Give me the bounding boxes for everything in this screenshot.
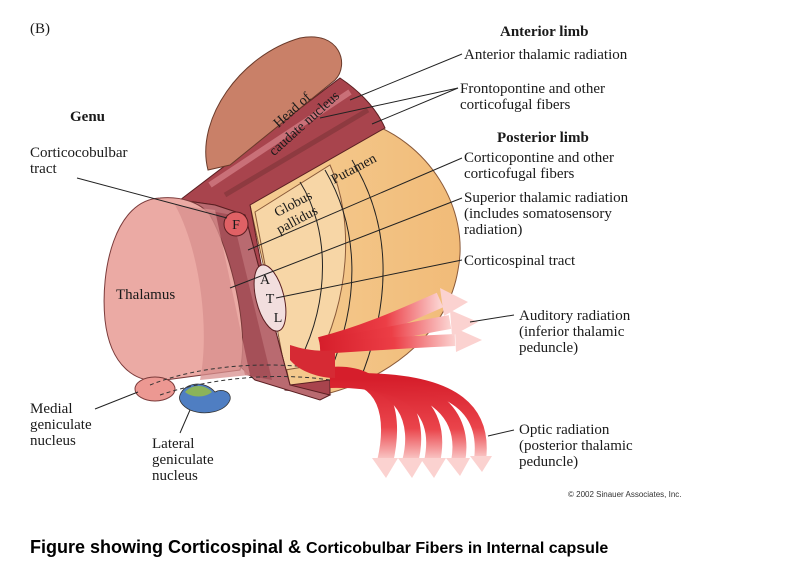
auditory-radiation-arrows: [318, 288, 482, 354]
medial-geniculate-line3: nucleus: [30, 433, 76, 449]
lateral-geniculate-line3: nucleus: [152, 468, 198, 484]
frontopontine-line2: corticofugal fibers: [460, 97, 571, 113]
optic-radiation-line1: Optic radiation: [519, 422, 610, 438]
panel-label: (B): [30, 21, 50, 37]
corticopontine-line2: corticofugal fibers: [464, 166, 575, 182]
radiation-stem: [290, 345, 335, 378]
frontopontine-line1: Frontopontine and other: [460, 81, 605, 97]
anterior-thalamic-radiation-label: Anterior thalamic radiation: [464, 47, 628, 63]
atl-letter-a: A: [260, 273, 271, 288]
dashed-tract-2: [159, 376, 331, 396]
superior-thalamic-line3: radiation): [464, 222, 522, 238]
genu-heading: Genu: [70, 109, 105, 125]
corticobulbar-line2: tract: [30, 161, 57, 177]
auditory-radiation-line2: (inferior thalamic: [519, 324, 625, 340]
atl-letter-t: T: [266, 292, 275, 307]
lateral-geniculate-green: [185, 386, 212, 397]
atl-ellipse: [253, 264, 287, 332]
anterior-limb-stripe-1: [208, 89, 352, 188]
superior-thalamic-line1: Superior thalamic radiation: [464, 190, 629, 206]
corticospinal-tract-label: Corticospinal tract: [464, 253, 576, 269]
corticobulbar-line1: Corticocobulbar: [30, 145, 127, 161]
medial-geniculate-shape: [134, 376, 176, 402]
medial-geniculate-line1: Medial: [30, 401, 73, 417]
caption-part1: Figure showing Corticospinal &: [30, 537, 307, 557]
corticopontine-line1: Corticopontine and other: [464, 150, 614, 166]
superior-thalamic-line2: (includes somatosensory: [464, 206, 612, 222]
copyright-notice: © 2002 Sinauer Associates, Inc.: [568, 490, 682, 499]
thalamus-label: Thalamus: [116, 287, 175, 303]
anterior-limb-stripe-2: [223, 107, 370, 198]
leader-lines: [76, 53, 515, 437]
optic-radiation-line3: peduncle): [519, 454, 578, 470]
posterior-limb-heading: Posterior limb: [497, 130, 589, 146]
f-marker-label: F: [232, 218, 240, 233]
thalamus-overlay: [175, 205, 250, 380]
optic-radiation-arrows: [329, 366, 492, 478]
f-marker: [223, 211, 249, 237]
atl-letter-l: L: [274, 311, 283, 326]
optic-radiation-line2: (posterior thalamic: [519, 438, 633, 454]
auditory-radiation-line3: peduncle): [519, 340, 578, 356]
anterior-limb-heading: Anterior limb: [500, 24, 588, 40]
medial-geniculate-line2: geniculate: [30, 417, 92, 433]
caudate-nucleus-shape: [205, 36, 343, 171]
figure-caption: Figure showing Corticospinal & Corticobu…: [30, 537, 608, 558]
auditory-radiation-line1: Auditory radiation: [519, 308, 631, 324]
lamina-arc-1: [299, 181, 323, 361]
caption-part2: Corticobulbar Fibers in Internal capsule: [306, 540, 609, 557]
lateral-geniculate-line1: Lateral: [152, 436, 194, 452]
lateral-geniculate-line2: geniculate: [152, 452, 214, 468]
